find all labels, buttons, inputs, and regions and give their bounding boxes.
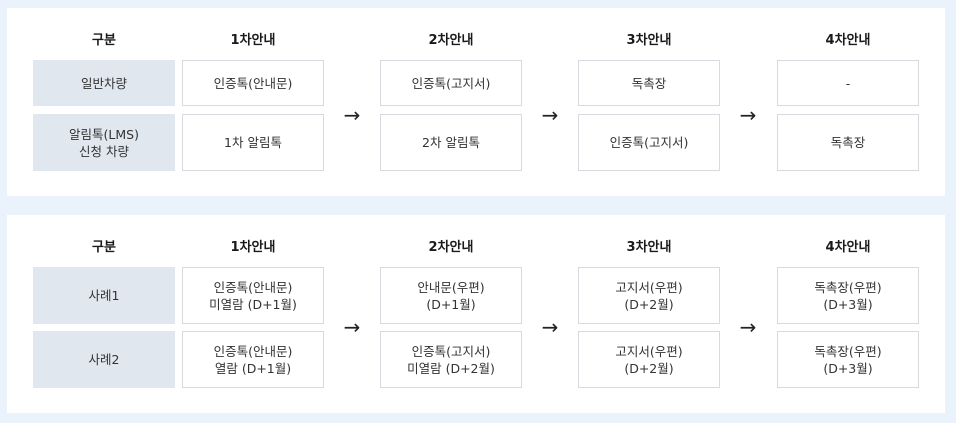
table-cell: 고지서(우편) (D+2월) (578, 267, 720, 324)
table-cell: 1차 알림톡 (182, 114, 324, 171)
table-cell: 독촉장 (777, 114, 919, 171)
row-label: 사례1 (33, 267, 175, 324)
table-cell: 인증톡(안내문) (182, 60, 324, 106)
header-category: 구분 (92, 240, 116, 255)
table-panel-1: 구분 1차안내 2차안내 3차안내 4차안내 일반차량 인증톡(안내문) 인증톡… (7, 8, 945, 196)
header-step-1: 1차안내 (230, 240, 276, 255)
table-cell: 인증톡(고지서) (380, 60, 522, 106)
row-label: 알림톡(LMS) 신청 차량 (33, 114, 175, 171)
table-cell: 인증톡(안내문) 열람 (D+1월) (182, 331, 324, 388)
table-cell: 독촉장(우편) (D+3월) (777, 267, 919, 324)
table-cell: 인증톡(고지서) 미열람 (D+2월) (380, 331, 522, 388)
header-step-3: 3차안내 (626, 33, 672, 48)
row-label: 사례2 (33, 331, 175, 388)
header-step-3: 3차안내 (626, 240, 672, 255)
right-arrow-icon: → (541, 103, 559, 127)
row-label: 일반차량 (33, 60, 175, 106)
header-step-4: 4차안내 (825, 240, 871, 255)
table-cell: 독촉장 (578, 60, 720, 106)
header-step-1: 1차안내 (230, 33, 276, 48)
right-arrow-icon: → (343, 315, 361, 339)
right-arrow-icon: → (739, 103, 757, 127)
right-arrow-icon: → (343, 103, 361, 127)
right-arrow-icon: → (541, 315, 559, 339)
header-step-2: 2차안내 (428, 240, 474, 255)
table-cell: 2차 알림톡 (380, 114, 522, 171)
right-arrow-icon: → (739, 315, 757, 339)
table-cell: 인증톡(고지서) (578, 114, 720, 171)
table-cell: 독촉장(우편) (D+3월) (777, 331, 919, 388)
table-cell: 고지서(우편) (D+2월) (578, 331, 720, 388)
table-cell: - (777, 60, 919, 106)
header-category: 구분 (92, 33, 116, 48)
header-step-2: 2차안내 (428, 33, 474, 48)
table-cell: 안내문(우편) (D+1월) (380, 267, 522, 324)
table-panel-2: 구분 1차안내 2차안내 3차안내 4차안내 사례1 인증톡(안내문) 미열람 … (7, 215, 945, 413)
table-cell: 인증톡(안내문) 미열람 (D+1월) (182, 267, 324, 324)
header-step-4: 4차안내 (825, 33, 871, 48)
